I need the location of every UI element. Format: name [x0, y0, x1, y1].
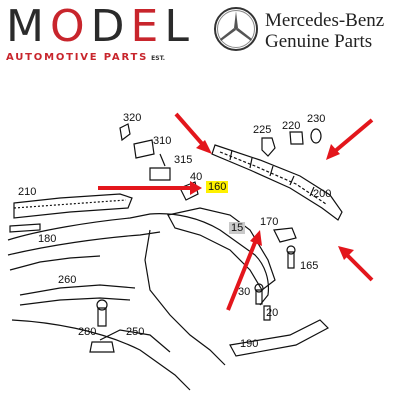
- mercedes-genuine-parts: Genuine Parts: [265, 31, 373, 52]
- part-20-screw: [263, 305, 271, 321]
- label-165: 165: [300, 260, 319, 272]
- part-320-clip: [119, 123, 131, 142]
- part-280-bolt: [97, 307, 107, 327]
- arrow-to-200-top: [174, 112, 212, 154]
- label-200: 200: [313, 188, 332, 200]
- part-315-bracket: [149, 167, 171, 181]
- part-220-clip: [289, 131, 304, 145]
- part-30-screw: [255, 289, 263, 305]
- label-180: 180: [38, 233, 57, 245]
- label-40: 40: [190, 171, 203, 183]
- model-logo-text: MODEL: [6, 4, 196, 50]
- label-320: 320: [123, 112, 142, 124]
- part-230-grommet: [310, 128, 322, 144]
- arrow-to-160: [98, 181, 202, 195]
- label-225: 225: [253, 124, 272, 136]
- part-250-bracket: [89, 341, 115, 353]
- label-280: 280: [78, 326, 97, 338]
- mercedes-text: Mercedes-Benz Genuine Parts: [265, 10, 384, 53]
- label-315: 315: [174, 154, 193, 166]
- label-190: 190: [240, 338, 259, 350]
- model-logo-wordmark: MODEL: [6, 1, 195, 52]
- mercedes-star-icon: [214, 7, 258, 51]
- mercedes-benz-logo: Mercedes-Benz Genuine Parts: [213, 6, 398, 66]
- mercedes-brand-name: Mercedes-Benz: [265, 10, 385, 31]
- label-230: 230: [307, 113, 326, 125]
- label-30: 30: [238, 286, 251, 298]
- label-260: 260: [58, 274, 77, 286]
- arrow-to-200-right: [326, 118, 374, 160]
- part-200-reinforcement: [211, 144, 343, 221]
- label-20: 20: [266, 307, 279, 319]
- part-210-bumper-strip: [13, 193, 133, 219]
- bumper-cover-outline: [7, 213, 270, 306]
- part-15-diffuser: [167, 207, 276, 291]
- label-310: 310: [153, 135, 172, 147]
- arrow-to-bumper-right: [338, 246, 374, 282]
- part-165-screw: [287, 251, 295, 269]
- part-225-clip: [261, 137, 276, 157]
- bumper-line-drawing: [7, 112, 374, 391]
- part-190-lower-strip: [229, 319, 329, 357]
- label-220: 220: [282, 120, 301, 132]
- parts-diagram: 320 310 315 40 160 225 220 230 210 200 1…: [0, 90, 400, 400]
- arrow-to-15: [226, 230, 262, 311]
- label-160: 160: [206, 181, 229, 193]
- red-arrows: [98, 112, 374, 311]
- label-210: 210: [18, 186, 37, 198]
- model-tagline-text: AUTOMOTIVE PARTS: [6, 52, 149, 63]
- part-170-clip: [273, 227, 297, 243]
- model-est-text: EST.: [151, 55, 166, 62]
- label-15: 15: [229, 222, 246, 234]
- part-310-bracket: [133, 139, 155, 159]
- label-250: 250: [126, 326, 145, 338]
- label-170: 170: [260, 216, 279, 228]
